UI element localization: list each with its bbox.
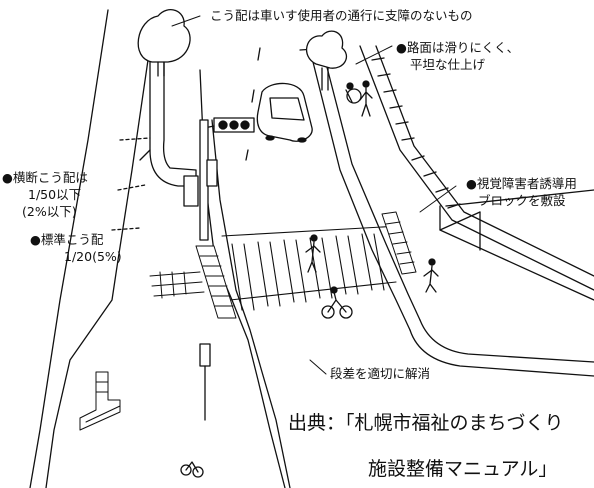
pedestrian-icon [359,80,373,117]
wheelchair-user-icon [345,82,362,104]
tactile-block-line2: ブロックを敷設 [478,193,566,208]
standard-slope-line2: 1/20(5%) [64,249,122,264]
cross-slope-line1: ●横断こう配は [2,170,88,185]
car-icon [256,82,313,143]
pedestrian-icon [305,234,321,273]
tactile-paving-icon [79,211,417,431]
tree-icon [137,9,191,77]
step-note: 段差を適切に解消 [330,366,431,381]
source-line2: 施設整備マニュアル」 [368,458,558,480]
tree-icon [306,30,347,91]
surface-note-line2: 平坦な仕上げ [410,57,486,72]
tactile-block-line1: ●視覚障害者誘導用 [466,176,577,191]
curb-ramp-grid [149,271,205,299]
building-fence [359,45,594,301]
traffic-signal-icon [183,117,255,241]
leader-lines [171,15,457,375]
pedestrian-icon [423,258,439,293]
slope-note: こう配は車いす使用者の通行に支障のないもの [210,8,473,23]
cross-slope-line3: (2%以下) [22,204,77,219]
pole [199,343,211,421]
bicycle-icon [180,461,204,478]
crosswalk [221,225,401,311]
cyclist-icon [321,286,353,319]
median-island [139,59,197,187]
standard-slope-line1: ●標準こう配 [30,232,104,247]
source-line1: 出典：「札幌市福祉のまちづくり [288,412,564,434]
cross-slope-line2: 1/50以下 [28,187,82,202]
surface-note-line1: ●路面は滑りにくく、 [396,40,520,55]
